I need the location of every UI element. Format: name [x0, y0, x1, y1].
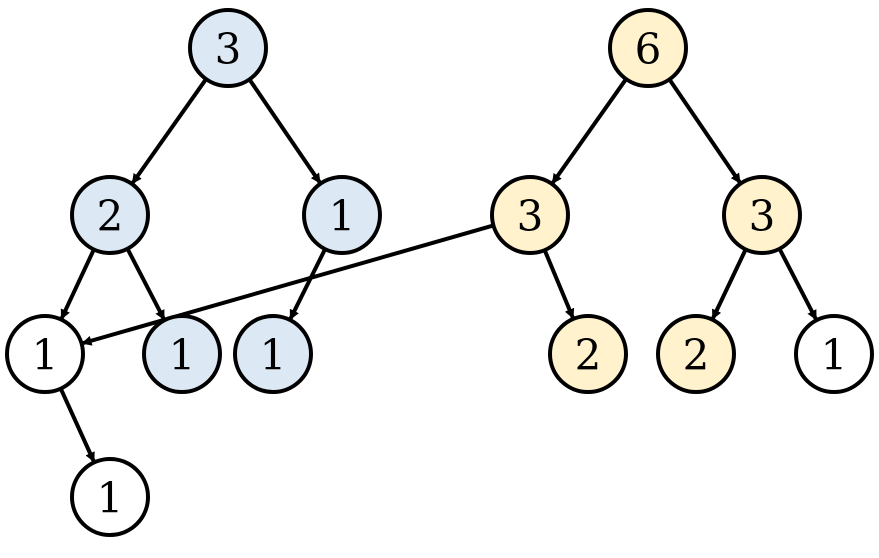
- node-label: 3: [215, 25, 242, 74]
- node-L-root: 3: [188, 8, 268, 88]
- node-label: 1: [260, 331, 287, 380]
- node-L-f: 1: [70, 457, 150, 537]
- edge-L-a-to-L-c: [59, 248, 96, 320]
- node-L-d: 1: [142, 314, 222, 394]
- edge-R-b-to-R-e: [777, 247, 818, 321]
- node-L-c: 1: [5, 314, 85, 394]
- node-R-root: 6: [608, 8, 688, 88]
- node-label: 1: [329, 192, 356, 241]
- node-L-b: 1: [302, 175, 382, 255]
- node-L-a: 2: [70, 175, 150, 255]
- node-circle: [794, 314, 874, 394]
- node-circle: [70, 457, 150, 537]
- node-label: 2: [575, 331, 602, 380]
- node-circle: [490, 175, 570, 255]
- edge-L-root-to-L-a: [130, 77, 208, 185]
- node-circle: [548, 314, 628, 394]
- edges-layer: [58, 77, 818, 463]
- node-label: 1: [32, 331, 59, 380]
- node-label: 2: [97, 192, 124, 241]
- nodes-layer: 3 2 1 1 1 1 1 6 3 3 2 2 1: [5, 8, 874, 537]
- edge-R-b-to-R-d: [710, 248, 748, 320]
- edge-L-c-to-L-f: [58, 387, 96, 463]
- node-label: 3: [517, 192, 544, 241]
- node-circle: [70, 175, 150, 255]
- edge-L-b-to-L-e: [288, 248, 327, 320]
- node-label: 1: [821, 331, 848, 380]
- node-circle: [608, 8, 688, 88]
- node-label: 3: [749, 192, 776, 241]
- node-label: 6: [635, 25, 662, 74]
- edge-R-root-to-R-b: [667, 78, 742, 184]
- node-R-e: 1: [794, 314, 874, 394]
- node-L-e: 1: [233, 314, 313, 394]
- edge-R-root-to-R-a: [550, 77, 628, 185]
- node-circle: [5, 314, 85, 394]
- node-label: 1: [97, 474, 124, 523]
- node-R-a: 3: [490, 175, 570, 255]
- edge-L-root-to-L-b: [247, 78, 322, 184]
- node-label: 2: [683, 331, 710, 380]
- node-R-c: 2: [548, 314, 628, 394]
- node-circle: [656, 314, 736, 394]
- node-circle: [142, 314, 222, 394]
- node-R-b: 3: [722, 175, 802, 255]
- edge-R-a-to-L-c: [81, 223, 495, 346]
- node-circle: [722, 175, 802, 255]
- edge-R-a-to-R-c: [542, 249, 575, 319]
- edge-L-a-to-L-d: [125, 247, 166, 321]
- node-circle: [302, 175, 382, 255]
- node-label: 1: [169, 331, 196, 380]
- node-R-d: 2: [656, 314, 736, 394]
- node-circle: [233, 314, 313, 394]
- node-circle: [188, 8, 268, 88]
